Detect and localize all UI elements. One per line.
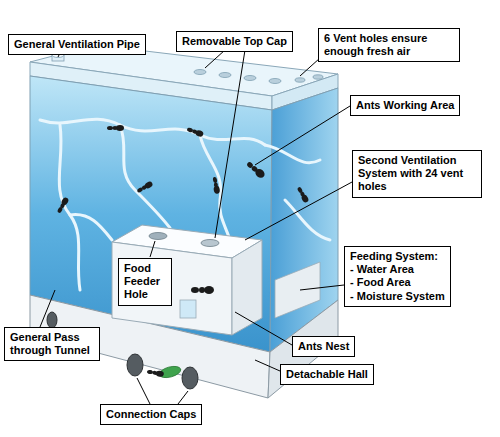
callout-text: Connection Caps	[106, 408, 196, 421]
callout-box: General Ventilation Pipe	[8, 34, 146, 55]
callout-text: Feeding System:	[350, 250, 445, 263]
callout-box: Ants Working Area	[350, 95, 460, 116]
leader-line	[205, 50, 225, 68]
callout-text: Food Feeder Hole	[124, 262, 166, 302]
leader-line	[235, 312, 292, 345]
callout-box: Ants Nest	[292, 336, 355, 357]
callout-text: Ants Working Area	[356, 99, 454, 112]
leader-line	[137, 378, 150, 404]
callout-text: Detachable Hall	[286, 368, 368, 381]
callout-box: Detachable Hall	[280, 364, 374, 385]
callout-text: - Moisture System	[350, 290, 445, 303]
callout-text: Removable Top Cap	[182, 35, 287, 48]
leader-line	[178, 391, 188, 404]
leader-line	[255, 106, 350, 165]
leader-line	[215, 50, 245, 238]
callout-box: Removable Top Cap	[176, 31, 293, 52]
callout-text: 6 Vent holes ensure enough fresh air	[324, 32, 454, 58]
callout-text: General Ventilation Pipe	[14, 38, 140, 51]
leader-line	[40, 290, 55, 327]
leader-line	[150, 241, 155, 257]
callout-text: - Water Area	[350, 263, 445, 276]
leader-line	[245, 182, 352, 240]
callout-text: Second Ventilation System with 24 vent h…	[358, 154, 476, 194]
leader-line	[255, 360, 280, 371]
callout-box: Feeding System:- Water Area- Food Area- …	[344, 246, 451, 307]
callout-box: 6 Vent holes ensure enough fresh air	[318, 28, 460, 62]
callout-box: Second Ventilation System with 24 vent h…	[352, 150, 482, 198]
callout-text: - Food Area	[350, 276, 445, 289]
ants-nest-cube	[112, 225, 262, 335]
feeding-area	[275, 262, 320, 318]
leader-line	[300, 58, 320, 76]
callout-box: Food Feeder Hole	[118, 258, 172, 306]
callout-box: General Pass through Tunnel	[4, 327, 100, 361]
callout-box: Connection Caps	[100, 404, 202, 425]
vent-holes	[194, 70, 323, 84]
callout-text: General Pass through Tunnel	[10, 331, 94, 357]
leader-line	[300, 285, 344, 290]
callout-text: Ants Nest	[298, 340, 349, 353]
